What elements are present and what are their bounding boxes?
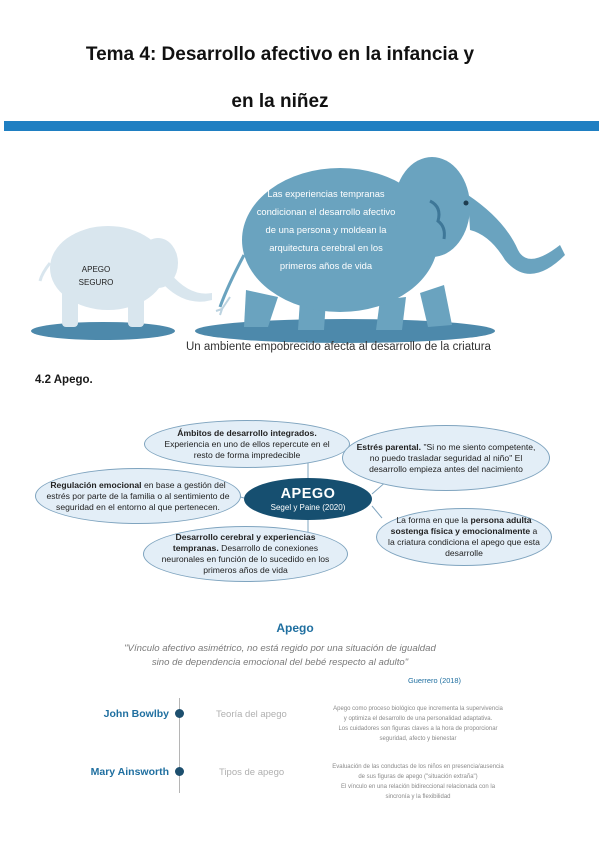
small-elephant-label: APEGO SEGURO — [66, 263, 126, 289]
timeline-description-line: Evaluación de las conductas de los niños… — [332, 764, 504, 770]
node-estres-text: "Si no me siento competente, no puedo tr… — [369, 441, 536, 474]
timeline-description: Evaluación de las conductas de los niños… — [318, 762, 518, 802]
node-cerebral-title: Desarrollo cerebral y experiencias tempr… — [172, 532, 316, 553]
big-elephant-label-line: arquitectura cerebral en los — [269, 242, 383, 253]
timeline-dot-icon — [175, 767, 184, 776]
small-elephant-label-line: SEGURO — [78, 278, 114, 287]
timeline-topic: Tipos de apego — [219, 767, 285, 778]
big-elephant-label-line: Las experiencias tempranas — [267, 188, 385, 199]
mindmap-center-subtitle: Segel y Paine (2020) — [270, 503, 346, 512]
big-elephant-label-line: primeros años de vida — [279, 260, 373, 271]
node-estres-title: Estrés parental. — [356, 441, 422, 452]
node-ambitos-text: Experiencia en uno de ellos repercute en… — [164, 438, 330, 460]
big-elephant-eye-icon — [463, 200, 469, 206]
timeline-description-line: El vínculo en una relación bidireccional… — [340, 784, 496, 790]
timeline-dot-icon — [175, 709, 184, 718]
apego-citation: Guerrero (2018) — [408, 676, 461, 685]
timeline-axis — [179, 698, 180, 793]
small-elephant-icon — [38, 226, 212, 327]
node-regulacion-title: Regulación emocional — [50, 479, 142, 490]
trunk-holding-tail-icon — [215, 296, 231, 316]
mindmap-center-apego: APEGO Segel y Paine (2020) — [244, 478, 372, 520]
infographic-caption: Un ambiente empobrecido afecta al desarr… — [186, 341, 491, 353]
timeline-description-line: Apego como proceso biológico que increme… — [333, 706, 503, 712]
mindmap-node-forma: La forma en que la persona adulta sosten… — [376, 508, 552, 566]
timeline-entry: John Bowlby Teoría del apego Apego como … — [0, 706, 599, 746]
apego-heading: Apego — [276, 621, 314, 635]
timeline-topic: Teoría del apego — [216, 709, 287, 720]
mindmap-node-regulacion: Regulación emocional en base a gestión d… — [35, 468, 241, 524]
node-forma-pre: La forma en que la — [396, 515, 469, 525]
node-forma-title: persona adulta sostenga física y emocion… — [390, 515, 532, 536]
mindmap-node-cerebral: Desarrollo cerebral y experiencias tempr… — [143, 526, 348, 582]
small-elephant-label-line: APEGO — [81, 265, 111, 274]
big-elephant-ear-icon — [429, 199, 446, 240]
big-elephant-shadow — [195, 319, 495, 343]
apego-quote: "Vínculo afectivo asimétrico, no está re… — [0, 642, 560, 670]
mindmap-node-estres: Estrés parental. "Si no me siento compet… — [342, 425, 550, 491]
timeline-description-line: y optimiza el desarrollo de una personal… — [343, 716, 493, 722]
elephant-illustration — [31, 157, 565, 343]
node-cerebral-text: Desarrollo de conexiones neuronales en f… — [161, 543, 330, 575]
big-elephant-icon — [218, 157, 565, 330]
elephant-infographic: APEGO SEGURO Las experiencias tempranas … — [0, 135, 599, 365]
node-forma-text: a la criatura condiciona el apego que es… — [388, 526, 540, 558]
timeline-description-line: de sus figuras de apego ("situación extr… — [358, 774, 478, 780]
apego-quote-line: "Vínculo afectivo asimétrico, no está re… — [124, 643, 436, 654]
timeline-description-line: seguridad, afecto y bienestar — [379, 736, 457, 742]
mindmap-center-title: APEGO — [280, 486, 336, 502]
apego-quote-line: sino de dependencia emocional del bebé r… — [151, 657, 409, 668]
big-elephant-label: Las experiencias tempranas condicionan e… — [246, 185, 406, 275]
small-elephant-shadow — [31, 322, 175, 340]
title-divider-bar — [4, 121, 599, 131]
node-regulacion-text: en base a gestión del estrés por parte d… — [46, 479, 230, 512]
big-elephant-label-line: de una persona y moldean la — [265, 224, 387, 235]
timeline-description: Apego como proceso biológico que increme… — [318, 704, 518, 744]
mindmap-node-ambitos: Ámbitos de desarrollo integrados. Experi… — [144, 420, 350, 468]
timeline-entry: Mary Ainsworth Tipos de apego Evaluación… — [0, 764, 599, 804]
timeline-author-name: John Bowlby — [103, 708, 169, 720]
document-title-line2: en la niñez — [231, 91, 329, 112]
section-heading: 4.2 Apego. — [35, 374, 93, 386]
timeline-author-name: Mary Ainsworth — [90, 766, 169, 778]
node-ambitos-title: Ámbitos de desarrollo integrados. — [177, 427, 317, 438]
timeline-description-line: Los cuidadores son figuras claves a la h… — [338, 726, 498, 732]
timeline-description-line: sincronía y la flexibilidad — [385, 794, 451, 800]
big-elephant-label-line: condicionan el desarrollo afectivo — [256, 206, 396, 217]
document-title-line1: Tema 4: Desarrollo afectivo en la infanc… — [85, 44, 475, 65]
